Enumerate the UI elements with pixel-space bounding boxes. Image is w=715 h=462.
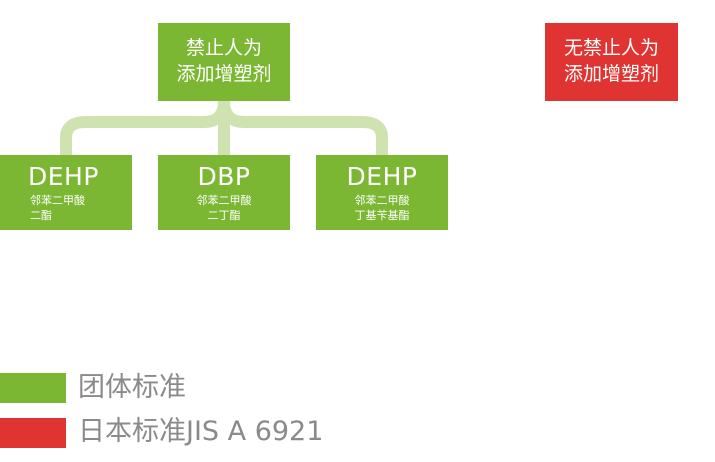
red-line1: 无禁止人为 bbox=[563, 37, 659, 59]
child-desc-line1: 邻苯二甲酸 bbox=[196, 194, 252, 207]
root-line2: 添加增塑剂 bbox=[176, 63, 272, 85]
child-desc-line1: 邻苯二甲酸 bbox=[354, 194, 410, 207]
child-desc-line2: 二酯 bbox=[30, 209, 52, 222]
legend-swatch-red bbox=[0, 418, 66, 448]
child-desc-line1: 邻苯二甲酸 bbox=[30, 194, 85, 207]
child-code: DEHP bbox=[28, 162, 99, 191]
child-node-dbp: DBP 邻苯二甲酸 二丁酯 bbox=[158, 155, 290, 230]
child-node-dehp: DEHP 邻苯二甲酸 二酯 bbox=[0, 155, 132, 230]
legend-label-jis-standard: 日本标准JIS A 6921 bbox=[78, 416, 324, 447]
red-line2: 添加增塑剂 bbox=[563, 63, 659, 85]
root-node-prohibit-plasticizer: 禁止人为 添加增塑剂 bbox=[158, 23, 290, 101]
node-no-prohibition: 无禁止人为 添加增塑剂 bbox=[545, 23, 678, 101]
legend-swatch-green bbox=[0, 373, 66, 403]
child-desc-line2: 二丁酯 bbox=[207, 209, 241, 222]
child-code: DBP bbox=[197, 162, 251, 191]
legend-label-group-standard: 团体标准 bbox=[78, 372, 186, 403]
child-code: DEHP bbox=[346, 162, 418, 191]
child-desc-line2: 丁基苄基酯 bbox=[354, 209, 410, 222]
child-node-bbp: DEHP 邻苯二甲酸 丁基苄基酯 bbox=[316, 155, 448, 230]
root-line1: 禁止人为 bbox=[185, 37, 262, 59]
